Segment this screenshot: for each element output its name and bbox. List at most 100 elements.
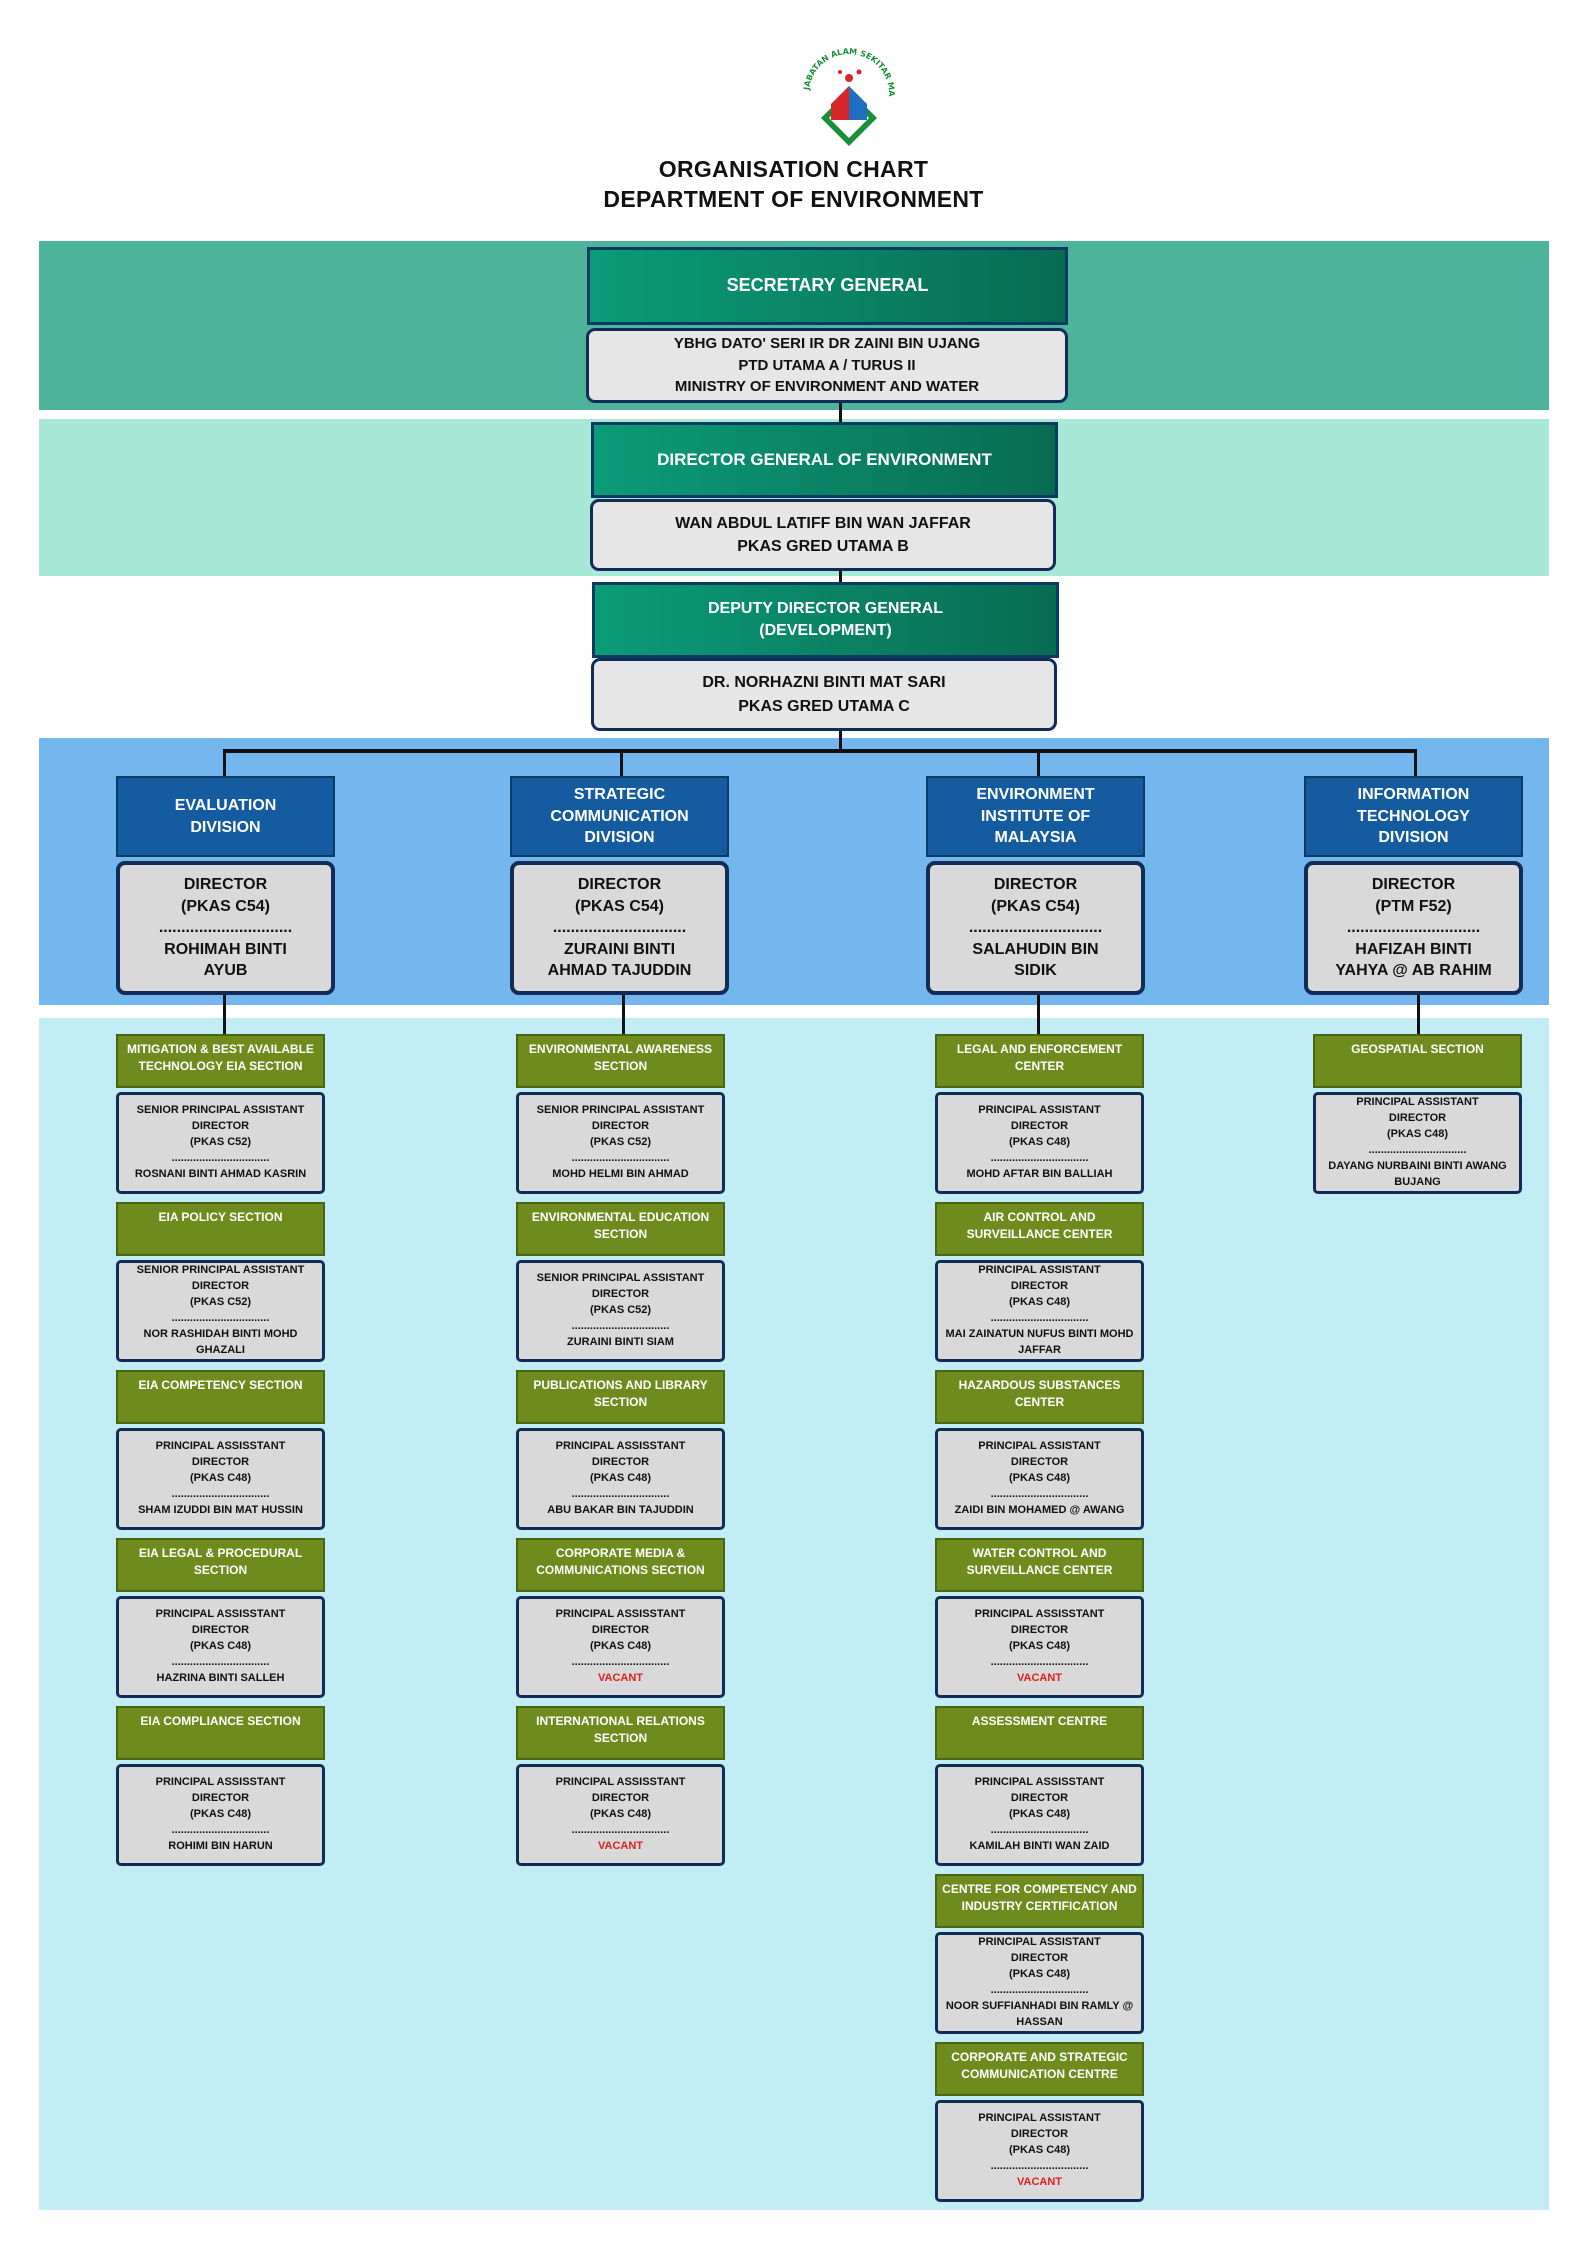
section-officer-role: DIRECTOR <box>1010 2128 1069 2141</box>
section-header: MITIGATION & BEST AVAILABLE TECHNOLOGY E… <box>116 1034 325 1088</box>
section-officer-separator: ................................ <box>990 1823 1089 1836</box>
division-director-grade: (PKAS C54) <box>575 897 664 915</box>
section-officer-role: PRINCIPAL ASSISTANT <box>978 2112 1101 2125</box>
section-officer-name: MOHD AFTAR BIN BALLIAH <box>966 1167 1113 1180</box>
division-header-line: DIVISION <box>190 818 261 836</box>
section-header: INTERNATIONAL RELATIONS SECTION <box>516 1706 725 1760</box>
section-officer-role: DIRECTOR <box>1010 1280 1069 1293</box>
division-director-name-line1: SALAHUDIN BIN <box>972 940 1099 958</box>
section-officer-grade: (PKAS C48) <box>1008 1640 1071 1653</box>
section-officer-name: ZURAINI BINTI SIAM <box>567 1335 674 1348</box>
section-officer-role: DIRECTOR <box>1010 1456 1069 1469</box>
section-officer-separator: ................................ <box>990 1151 1089 1164</box>
section-officer-grade: (PKAS C48) <box>589 1808 652 1821</box>
section-officer-separator: ................................ <box>571 1487 670 1500</box>
division-director-separator: .............................. <box>552 919 687 937</box>
connector-line <box>620 749 623 777</box>
division-director-role: DIRECTOR <box>577 876 662 894</box>
section-officer-grade: (PKAS C48) <box>1008 1296 1071 1309</box>
section-header: AIR CONTROL AND SURVEILLANCE CENTER <box>935 1202 1144 1256</box>
section-officer-role: PRINCIPAL ASSISSTANT <box>155 1608 286 1621</box>
section-officer-role: PRINCIPAL ASSISSTANT <box>155 1776 286 1789</box>
secretary-general-title: SECRETARY GENERAL <box>587 247 1068 325</box>
section-officer-separator: ................................ <box>171 1655 270 1668</box>
section-officer-role: PRINCIPAL ASSISTANT <box>978 1264 1101 1277</box>
section-officer-separator: ................................ <box>171 1312 270 1324</box>
section-officer-separator: ................................ <box>990 1984 1089 1996</box>
director-general-card: WAN ABDUL LATIFF BIN WAN JAFFAR PKAS GRE… <box>590 499 1056 571</box>
section-officer-grade: (PKAS C48) <box>189 1808 252 1821</box>
section-officer-separator: ................................ <box>571 1655 670 1668</box>
section-officer-name: VACANT <box>597 1671 643 1684</box>
division-director-role: DIRECTOR <box>183 876 268 894</box>
section-header: ASSESSMENT CENTRE <box>935 1706 1144 1760</box>
secretary-general-ministry: MINISTRY OF ENVIRONMENT AND WATER <box>674 378 980 396</box>
section-officer-separator: ................................ <box>171 1823 270 1836</box>
division-director-name-line2: AYUB <box>203 962 248 980</box>
section-officer-name: ROHIMI BIN HARUN <box>168 1839 273 1852</box>
connector-line <box>1414 749 1417 777</box>
section-header: GEOSPATIAL SECTION <box>1313 1034 1522 1088</box>
section-officer-role: SENIOR PRINCIPAL ASSISTANT <box>536 1104 705 1117</box>
section-officer-role: PRINCIPAL ASSISTANT <box>978 1104 1101 1117</box>
connector-line <box>839 570 842 584</box>
section-officer-role: PRINCIPAL ASSISTANT <box>1356 1096 1479 1109</box>
division-director-card-strategic-communication: DIRECTOR (PKAS C54) ....................… <box>510 861 729 995</box>
section-officer-role: SENIOR PRINCIPAL ASSISTANT <box>136 1264 305 1277</box>
section-officer-name: ROSNANI BINTI AHMAD KASRIN <box>134 1167 307 1180</box>
division-director-card-information-technology: DIRECTOR (PTM F52) .....................… <box>1304 861 1523 995</box>
section-officer-role: DIRECTOR <box>591 1288 650 1301</box>
section-officer-grade: (PKAS C48) <box>1386 1128 1449 1141</box>
division-header-line: TECHNOLOGY <box>1357 807 1470 825</box>
secretary-general-name: YBHG DATO' SERI IR DR ZAINI BIN UJANG <box>673 334 981 352</box>
section-officer-role: DIRECTOR <box>191 1120 250 1133</box>
connector-line <box>223 749 1417 753</box>
section-officer-role: PRINCIPAL ASSISSTANT <box>974 1608 1105 1621</box>
division-director-card-evaluation: DIRECTOR (PKAS C54) ....................… <box>116 861 335 995</box>
division-director-grade: (PTM F52) <box>1375 897 1452 915</box>
connector-line <box>223 749 226 777</box>
section-officer-grade: (PKAS C48) <box>1008 1968 1071 1981</box>
section-officer-grade: (PKAS C48) <box>189 1472 252 1485</box>
deputy-director-general-title: DEPUTY DIRECTOR GENERAL (DEVELOPMENT) <box>592 582 1059 658</box>
section-officer-separator: ................................ <box>990 1655 1089 1668</box>
section-header: EIA COMPLIANCE SECTION <box>116 1706 325 1760</box>
section-officer-role: DIRECTOR <box>191 1280 250 1293</box>
section-officer-name: VACANT <box>597 1839 643 1852</box>
division-director-separator: .............................. <box>968 919 1103 937</box>
section-officer-grade: (PKAS C52) <box>189 1136 252 1149</box>
section-officer-role: DIRECTOR <box>1010 1624 1069 1637</box>
deputy-director-general-grade: PKAS GRED UTAMA C <box>738 697 910 715</box>
deputy-director-general-name: DR. NORHAZNI BINTI MAT SARI <box>702 674 946 692</box>
section-officer-separator: ................................ <box>990 1487 1089 1500</box>
section-officer-separator: ................................ <box>571 1319 670 1332</box>
section-officer-name: MAI ZAINATUN NUFUS BINTI MOHD JAFFAR <box>945 1327 1134 1356</box>
section-officer-grade: (PKAS C48) <box>1008 1136 1071 1149</box>
connector-line <box>839 728 842 750</box>
director-general-name: WAN ABDUL LATIFF BIN WAN JAFFAR <box>675 514 971 532</box>
section-officer-role: PRINCIPAL ASSISSTANT <box>555 1608 686 1621</box>
section-officer-grade: (PKAS C48) <box>189 1640 252 1653</box>
section-officer-name: DAYANG NURBAINI BINTI AWANG BUJANG <box>1328 1159 1507 1188</box>
department-title: DEPARTMENT OF ENVIRONMENT <box>603 186 984 212</box>
connector-line <box>223 994 226 1036</box>
division-director-name-line1: ROHIMAH BINTI <box>164 940 287 958</box>
section-officer-role: DIRECTOR <box>1010 1952 1069 1965</box>
section-officer-separator: ................................ <box>990 1312 1089 1324</box>
secretary-general-grade: PTD UTAMA A / TURUS II <box>738 356 916 374</box>
section-officer-role: DIRECTOR <box>1010 1792 1069 1805</box>
section-header: LEGAL AND ENFORCEMENT CENTER <box>935 1034 1144 1088</box>
section-officer-name: NOR RASHIDAH BINTI MOHD GHAZALI <box>143 1327 298 1356</box>
division-director-name-line2: SIDIK <box>1014 962 1057 980</box>
division-director-grade: (PKAS C54) <box>991 897 1080 915</box>
division-director-name-line2: YAHYA @ AB RAHIM <box>1335 962 1492 980</box>
division-director-role: DIRECTOR <box>1371 876 1456 894</box>
